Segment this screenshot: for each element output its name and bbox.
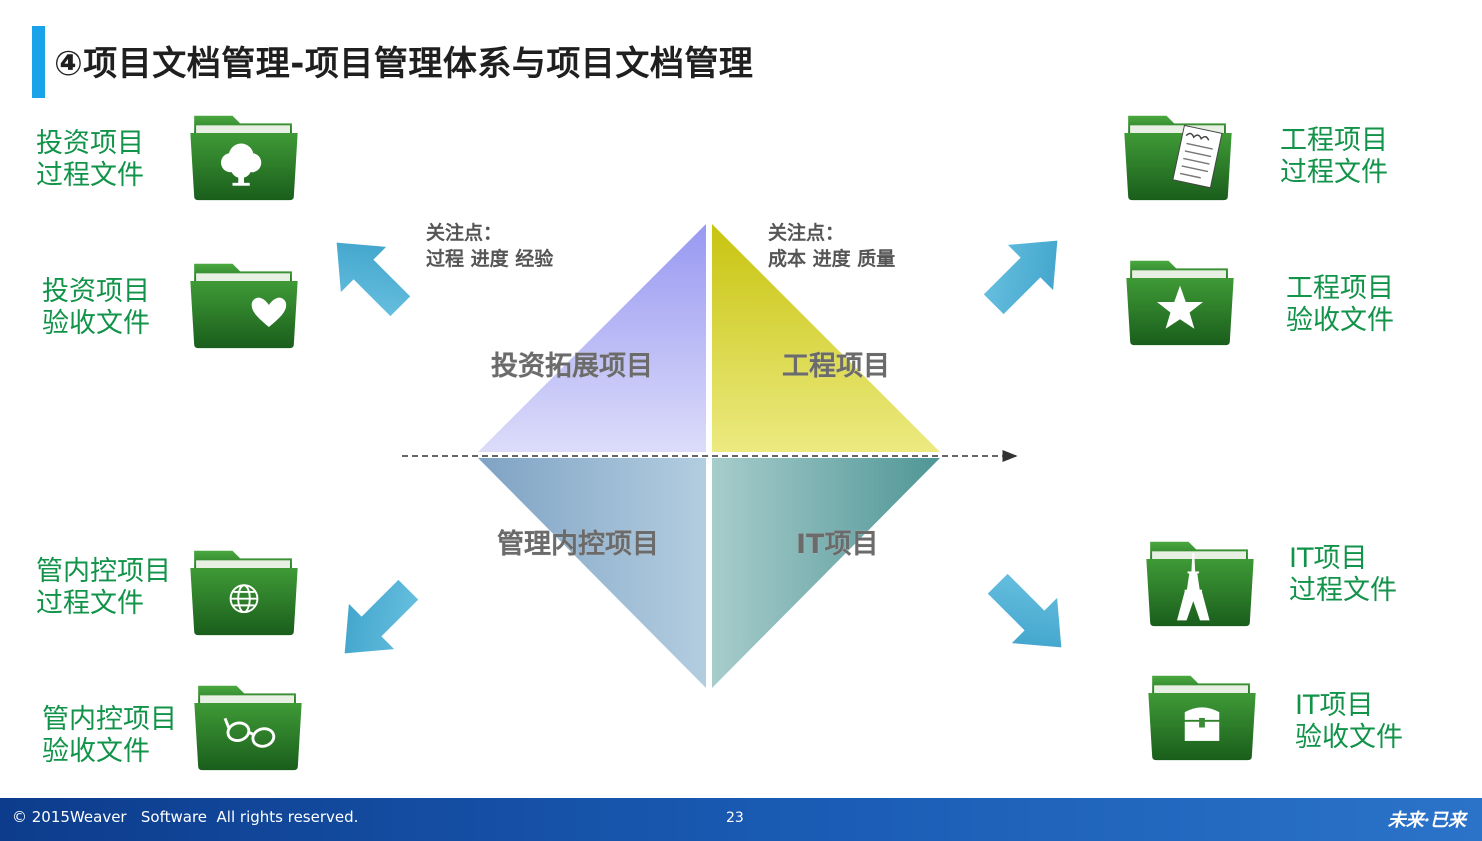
footer-bar: © 2015Weaver Software All rights reserve… <box>0 798 1482 841</box>
focus-right: 关注点： 成本 进度 质量 <box>768 220 895 272</box>
quadrant-label-bottom-right: IT项目 <box>796 529 879 560</box>
page-number: 23 <box>726 810 744 826</box>
glasses-icon <box>194 685 302 771</box>
folder-invest-process <box>188 110 300 202</box>
label-invest-process: 投资项目过程文件 <box>36 128 144 191</box>
arrow-down-right <box>987 573 1062 648</box>
folder-eng-accept <box>1124 255 1236 347</box>
focus-left-heading: 关注点： <box>426 222 503 244</box>
folder-eng-process <box>1122 110 1234 202</box>
arrow-up-left <box>336 242 411 317</box>
label-it-accept: IT项目验收文件 <box>1295 690 1403 753</box>
quadrant-bottom-right <box>712 458 940 688</box>
quadrant-top-right <box>712 224 940 452</box>
folder-it-process <box>1144 536 1256 628</box>
footer-logo: 未来·已来 <box>1387 810 1466 831</box>
focus-left: 关注点： 过程 进度 经验 <box>426 220 553 272</box>
folder-mgmt-process <box>188 545 300 637</box>
label-mgmt-accept: 管内控项目验收文件 <box>42 704 177 767</box>
tree-icon <box>190 115 298 201</box>
label-invest-accept: 投资项目验收文件 <box>42 276 150 339</box>
focus-left-items: 过程 进度 经验 <box>426 248 554 270</box>
label-eng-process: 工程项目过程文件 <box>1280 125 1388 188</box>
folder-it-accept <box>1146 670 1258 762</box>
title-accent-bar <box>32 26 45 98</box>
notepad-icon <box>1124 115 1232 201</box>
folder-invest-accept <box>188 258 300 350</box>
quadrant-label-top-left: 投资拓展项目 <box>491 351 653 382</box>
quadrant-label-top-right: 工程项目 <box>782 351 890 382</box>
page-title: ④项目文档管理-项目管理体系与项目文档管理 <box>54 44 754 84</box>
globe-icon <box>190 550 298 636</box>
label-it-process: IT项目过程文件 <box>1289 543 1397 606</box>
footer-copyright: © 2015Weaver Software All rights reserve… <box>12 808 359 826</box>
arrow-down-left <box>344 579 419 654</box>
star-icon <box>1126 260 1234 346</box>
eiffel-tower-icon <box>1146 541 1254 627</box>
arrow-up-right <box>983 240 1058 315</box>
quadrant-top-left <box>478 224 706 452</box>
heart-icon <box>190 263 298 349</box>
label-eng-accept: 工程项目验收文件 <box>1286 273 1394 336</box>
treasure-chest-icon <box>1148 675 1256 761</box>
label-mgmt-process: 管内控项目过程文件 <box>36 556 171 619</box>
quadrant-bottom-left <box>478 458 706 688</box>
folder-mgmt-accept <box>192 680 304 772</box>
focus-right-items: 成本 进度 质量 <box>768 248 896 270</box>
quadrant-label-bottom-left: 管理内控项目 <box>497 529 659 560</box>
project-diagram <box>336 224 1062 688</box>
focus-right-heading: 关注点： <box>768 222 845 244</box>
